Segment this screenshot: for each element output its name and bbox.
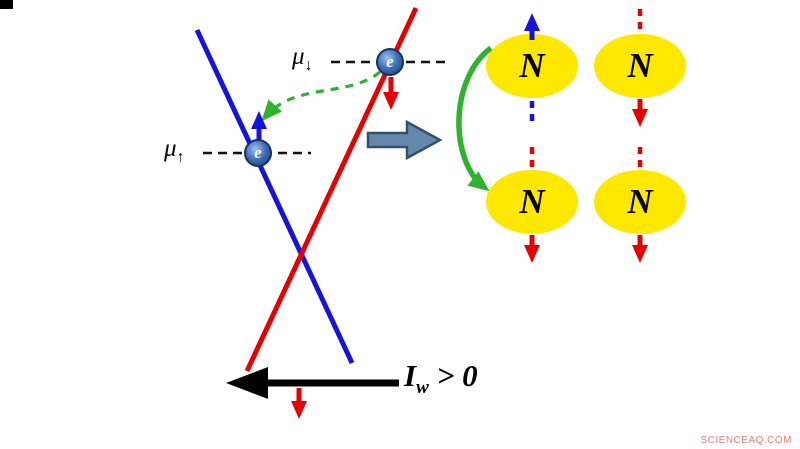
spin-up-band-line (194, 28, 355, 365)
current-subscript: w (416, 377, 429, 399)
nucleus-label-bottom-left: N (519, 182, 545, 221)
up-subscript: ↑ (176, 149, 185, 166)
mu-symbol: μ (292, 43, 305, 70)
current-label: Iw > 0 (404, 360, 478, 397)
down-subscript: ↓ (304, 57, 313, 74)
current-relation: > 0 (436, 358, 478, 393)
electron-lower-circle (244, 139, 272, 167)
nucleus-ellipse-bottom-left (486, 170, 578, 234)
mu-up-label: μ↑ (164, 136, 185, 166)
corner-mark (0, 0, 13, 9)
nucleus-ellipse-top-left (486, 34, 578, 98)
nucleus-ellipse-bottom-right (594, 170, 686, 234)
electron-spin-flip-arrow (261, 70, 382, 122)
nucleus-ellipse-top-right (594, 34, 686, 98)
mu-down-label: μ↓ (292, 44, 313, 74)
mu-symbol: μ (164, 135, 177, 162)
nuclear-spin-flip-arrow (456, 45, 493, 192)
nucleus-label-bottom-right: N (627, 182, 653, 221)
electron-upper-label: e (386, 51, 394, 71)
nucleus-label-top-left: N (519, 46, 545, 85)
current-symbol: I (404, 358, 417, 393)
watermark: SCIENCEAQ.COM (700, 435, 792, 446)
nucleus-label-top-right: N (627, 46, 653, 85)
electron-upper-circle (376, 48, 404, 76)
block-right-arrow-icon (366, 119, 443, 161)
electron-lower-label: e (254, 142, 262, 162)
